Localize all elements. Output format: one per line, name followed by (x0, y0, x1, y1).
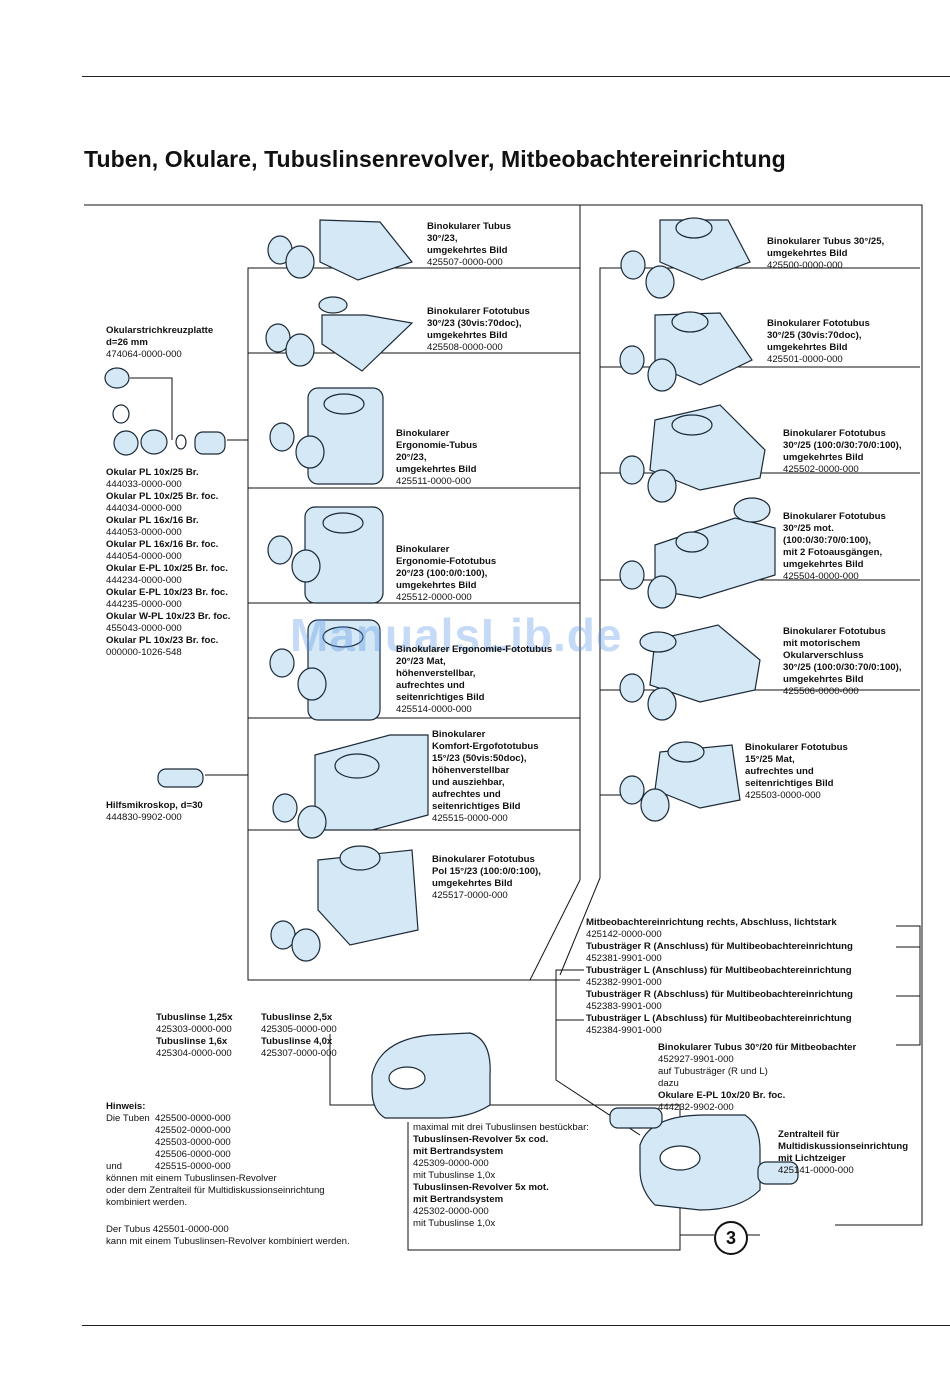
tube-right-1: Binokularer Tubus 30°/25,umgekehrtes Bil… (767, 236, 885, 271)
page-badge: 3 (714, 1221, 748, 1255)
co-observer-label: Binokularer Tubus 30°/20 für Mitbeobacht… (658, 1042, 857, 1113)
reticle-icon (104, 367, 130, 389)
revolver-label: maximal mit drei Tubuslinsen bestückbar:… (413, 1122, 589, 1229)
note-text-2: Der Tubus 425501-0000-000 kann mit einem… (106, 1224, 350, 1247)
note-codes: 425500-0000-000 425502-0000-000 425503-0… (155, 1113, 231, 1172)
top-rule (82, 76, 950, 77)
eyepiece-list: Okular PL 10x/25 Br.444033-0000-000 Okul… (106, 467, 231, 658)
note-text: können mit einem Tubuslinsen-Revolver od… (106, 1173, 325, 1208)
bottom-rule (82, 1325, 950, 1326)
note-und: und (106, 1161, 123, 1172)
reticle-label: Okularstrichkreuzplatte d=26 mm 474064-0… (106, 325, 214, 360)
multiviewer-list: Mitbeobachtereinrichtung rechts, Abschlu… (586, 917, 853, 1036)
note-prefix: Die Tuben (106, 1113, 150, 1124)
aux-microscope-label: Hilfsmikroskop, d=30 444830-9902-000 (106, 800, 203, 823)
page-title: Tuben, Okulare, Tubuslinsenrevolver, Mit… (84, 146, 786, 172)
watermark: ManualsLib.de (290, 609, 623, 661)
note-block: Hinweis: (106, 1101, 146, 1112)
